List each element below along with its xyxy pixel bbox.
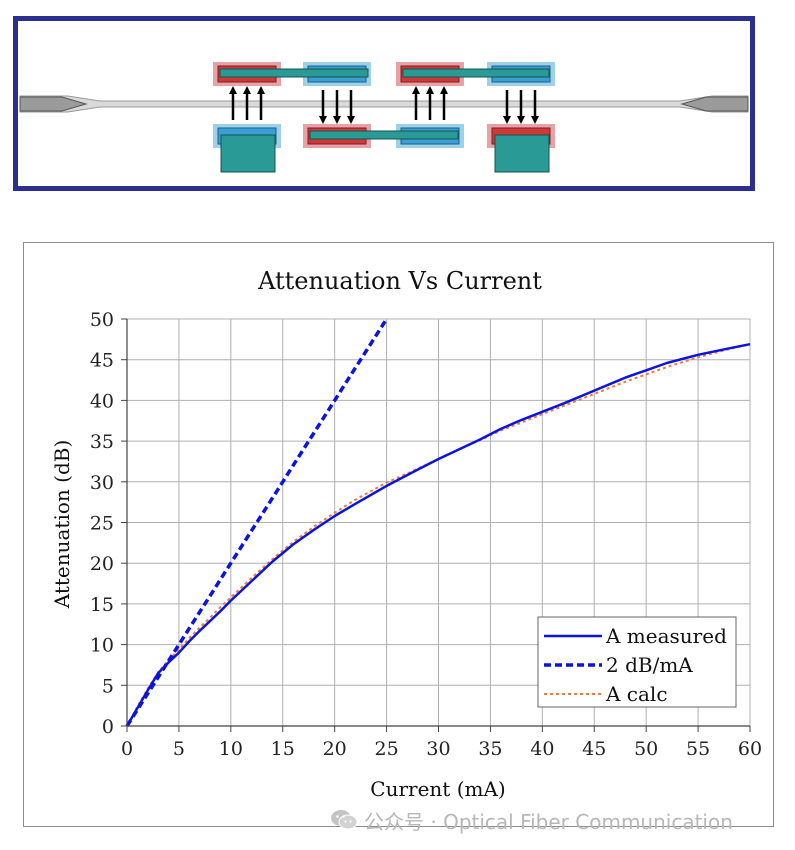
y-tick-label: 5	[102, 675, 114, 697]
x-tick-label: 50	[634, 738, 658, 760]
x-tick-label: 0	[121, 738, 133, 760]
axis-layer	[121, 318, 751, 732]
output-fiber-taper	[680, 96, 749, 112]
y-tick-label: 25	[90, 513, 114, 535]
watermark: 公众号 · Optical Fiber Communication	[330, 806, 780, 834]
tick-label-layer: 0 5 10 15 20 25 30 35 40 45 50 55 60 0 5 10 15 20 25 30 35 40…	[90, 309, 762, 760]
attenuation-chart: Attenuation Vs Current 0 5 10 15 20 25 30 35 40 4…	[50, 267, 762, 801]
y-tick-label: 15	[90, 594, 114, 616]
x-tick-label: 60	[738, 738, 762, 760]
connector-bar	[219, 68, 369, 78]
chart-frame: Attenuation Vs Current 0 5 10 15 20 25 30 35 40 4…	[23, 242, 774, 827]
series-a-calc-line	[126, 343, 751, 727]
attenuator-diagram	[13, 16, 755, 191]
bond-pad	[494, 134, 550, 173]
series-2db-per-ma-line	[125, 318, 389, 727]
input-fiber-taper	[19, 96, 88, 112]
chart-title: Attenuation Vs Current	[257, 267, 542, 295]
x-tick-label: 35	[478, 738, 502, 760]
legend-label: A calc	[605, 682, 668, 706]
x-tick-label: 25	[374, 738, 398, 760]
y-tick-label: 0	[102, 716, 114, 738]
field-arrows-down-2	[503, 90, 539, 124]
field-arrows-up-1	[229, 86, 265, 120]
series-a-measured-line	[125, 342, 751, 727]
x-tick-label: 10	[219, 738, 243, 760]
x-tick-label: 30	[426, 738, 450, 760]
y-tick-label: 35	[90, 431, 114, 453]
field-arrows-up-2	[412, 86, 448, 120]
y-tick-label: 40	[90, 390, 114, 412]
connector-bar	[309, 130, 459, 140]
field-arrows-down-1	[319, 90, 355, 124]
legend-label: A measured	[605, 624, 727, 648]
y-tick-label: 30	[90, 472, 114, 494]
watermark-text: 公众号 · Optical Fiber Communication	[364, 809, 733, 834]
x-tick-label: 55	[686, 738, 710, 760]
wechat-icon	[331, 810, 358, 830]
y-tick-label: 45	[90, 350, 114, 372]
bond-pad	[220, 134, 276, 173]
legend: A measured 2 dB/mA A calc	[537, 616, 737, 708]
top-electrode-row	[213, 62, 555, 86]
legend-box	[537, 616, 737, 708]
x-axis-label: Current (mA)	[370, 777, 505, 801]
y-axis-label: Attenuation (dB)	[50, 440, 74, 610]
x-tick-label: 45	[582, 738, 606, 760]
y-tick-label: 10	[90, 635, 114, 657]
series-layer	[125, 318, 751, 727]
waveguide	[19, 95, 749, 113]
x-tick-label: 40	[530, 738, 554, 760]
x-tick-label: 15	[271, 738, 295, 760]
x-tick-label: 20	[323, 738, 347, 760]
y-tick-label: 50	[90, 309, 114, 331]
bottom-electrode-row	[213, 124, 555, 173]
connector-bar	[402, 68, 550, 78]
y-tick-label: 20	[90, 553, 114, 575]
x-tick-label: 5	[173, 738, 185, 760]
legend-label: 2 dB/mA	[606, 653, 693, 677]
